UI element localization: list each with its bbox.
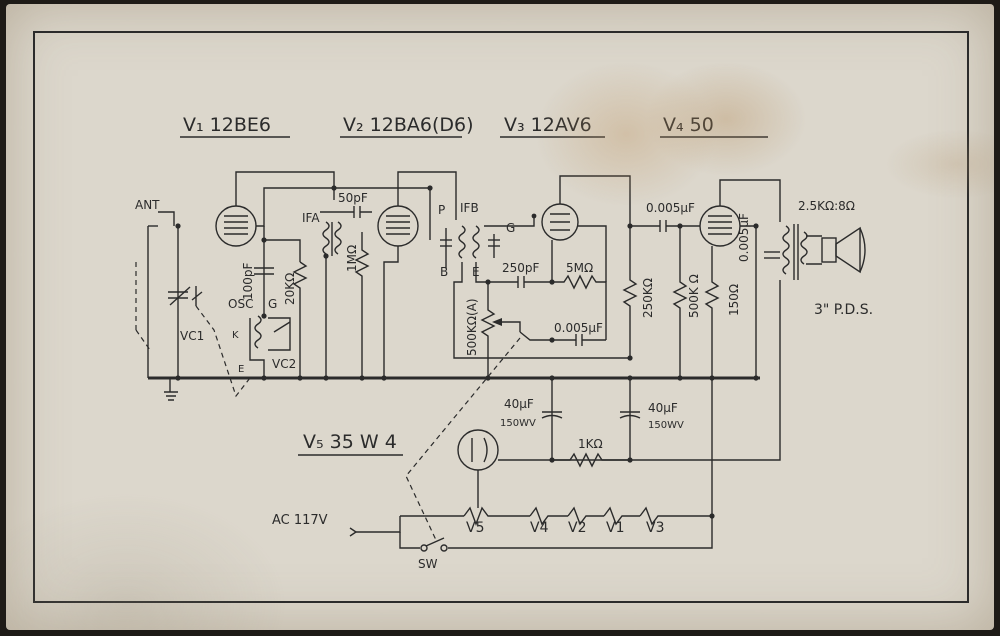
label-p: P [438,203,445,217]
tube-v4 [699,205,741,247]
schematic-card: V₁ 12BE6 V₂ 12BA6(D6) V₃ 12AV6 V₄ 50 V₅ … [6,4,994,630]
resistor-1k [552,452,630,468]
power-switch-contact-a [420,544,428,552]
label-cap1: 40μF [504,397,534,411]
label-k: K [232,330,239,341]
label-0005-2: 0.005μF [646,201,695,215]
heater-v1 [603,506,640,526]
label-h-v3: V3 [646,520,664,536]
label-b: B [440,265,448,279]
label-0005-1: 0.005μF [554,321,603,335]
label-e1: E [238,364,244,375]
label-ac: AC 117V [272,513,328,528]
resistor-20k [292,261,308,378]
ground-symbol [164,378,178,401]
label-vc1: VC1 [180,329,204,343]
power-switch [425,537,445,547]
label-sw: SW [418,557,438,571]
ifa-primary [322,221,330,255]
label-h-v2: V2 [568,520,586,536]
output-xfmr-secondary [800,231,808,265]
heater-v2 [567,506,604,526]
label-ifb: IFB [460,201,479,215]
label-20k: 20KΩ [283,273,297,305]
label-speaker: 3" P.D.S. [814,302,873,318]
title-v4: V₄ 50 [663,114,714,136]
osc-coil [254,315,262,349]
resistor-250k [622,226,638,358]
label-50pf: 50pF [338,191,368,205]
resistor-5m [552,274,607,340]
label-250pf: 250pF [502,261,540,275]
resistor-150 [704,246,720,378]
label-g1: G [268,297,277,311]
label-1k: 1KΩ [578,437,603,451]
title-v5: V₅ 35 W 4 [303,431,397,453]
title-v1: V₁ 12BE6 [183,114,271,136]
speaker-cone [835,226,861,274]
power-switch-contact-b [440,544,448,552]
label-cap2-v: 150WV [648,420,684,431]
volume-control [480,282,496,378]
ifb-secondary [472,225,480,259]
label-h-v4: V4 [530,520,549,536]
label-500k: 500K Ω [687,274,701,318]
label-osc: OSC [228,297,253,311]
ifa-secondary [334,221,342,255]
label-vc2: VC2 [272,357,296,371]
title-v2: V₂ 12BA6(D6) [343,114,474,136]
frame-border [33,31,969,603]
gang-link [195,305,251,398]
label-ant: ANT [135,198,160,212]
label-250k: 250KΩ [641,278,655,318]
label-cap1-v: 150WV [500,418,536,429]
label-1m: 1MΩ [345,245,359,272]
label-150: 150Ω [727,284,741,316]
output-xfmr-primary [782,225,790,275]
switch-link [405,337,521,541]
heater-v5 [463,506,530,526]
ifb-primary [458,225,466,259]
speaker-magnet [821,237,837,263]
resistor-1m [354,232,370,378]
label-vol: 500KΩ(A) [465,298,479,356]
label-h-v1: V1 [606,520,624,536]
label-xfmr: 2.5KΩ:8Ω [798,199,855,213]
label-5m: 5MΩ [566,261,593,275]
tube-v2 [377,205,419,247]
heater-v4 [529,506,568,526]
title-v3: V₃ 12AV6 [504,114,592,136]
vc1-variable-cap [169,286,191,306]
label-0005-3: 0.005μF [737,213,751,262]
tube-v1 [215,205,257,247]
label-ifa: IFA [302,211,320,225]
tube-v5 [457,429,499,471]
label-cap2: 40μF [648,401,678,415]
label-100pf: 100pF [241,262,255,300]
heater-v3 [639,506,712,526]
label-h-v5: V5 [466,520,484,536]
radio-schematic: V₁ 12BE6 V₂ 12BA6(D6) V₃ 12AV6 V₄ 50 V₅ … [33,31,969,603]
vc2-variable-cap [273,321,291,333]
label-g2: G [506,221,515,235]
resistor-500k [672,226,688,378]
ac-plug [349,527,358,537]
